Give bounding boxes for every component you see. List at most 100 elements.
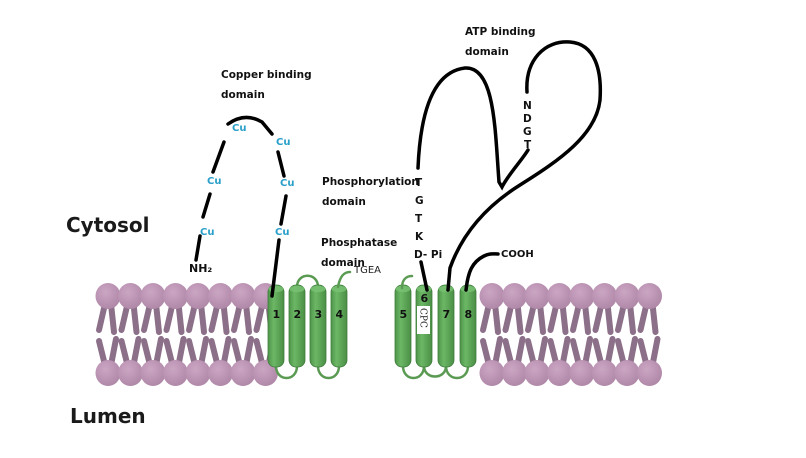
phosphorylation-to-helix6: [419, 260, 429, 292]
lipid-head: [524, 360, 550, 386]
lipid-head: [185, 360, 211, 386]
lipid-head: [569, 283, 595, 309]
helix-number-label: 2: [294, 308, 302, 321]
lipid-head: [569, 360, 595, 386]
copper-site: Cu: [207, 176, 222, 187]
lipid-bilayer-left: [95, 283, 278, 386]
helix-number-label: 4: [336, 308, 344, 321]
lipid-molecule: [185, 283, 211, 386]
lipid-head: [208, 283, 233, 309]
helix-cylinder: [459, 284, 477, 368]
lipid-head: [208, 360, 233, 386]
lipid-head: [479, 283, 505, 309]
helix-number-label: 8: [465, 308, 473, 321]
lipid-tail: [637, 301, 650, 333]
domain-label-line: domain: [465, 46, 509, 58]
lipid-head: [95, 283, 121, 309]
helix-3: [309, 284, 327, 368]
c-terminus-label: COOH: [501, 249, 534, 260]
domain-label-line: domain: [321, 257, 365, 269]
helix-cylinder: [288, 284, 306, 368]
lipid-molecule: [592, 283, 617, 386]
helix-2: [288, 284, 306, 368]
lipid-head: [502, 283, 527, 309]
domain-label-line: domain: [221, 89, 265, 101]
lipid-tail: [480, 301, 492, 333]
helix-number-label: 7: [443, 308, 451, 321]
domain-label-line: domain: [322, 196, 366, 208]
lipid-molecule: [140, 283, 166, 386]
copper-site: Cu: [276, 137, 291, 148]
helix-cylinder: [394, 284, 412, 368]
lipid-tail: [547, 301, 560, 333]
lipid-tail: [118, 301, 131, 333]
lipid-head: [479, 360, 505, 386]
lipid-bilayer-right: [479, 283, 662, 386]
helix-cylinder: [437, 284, 455, 368]
lipid-head: [118, 283, 143, 309]
lumenal-loop: [316, 365, 341, 380]
lipid-molecule: [163, 283, 188, 386]
copper-binding-domain-label: Copper binding domain: [221, 65, 312, 105]
lipid-head: [637, 283, 662, 309]
lipid-head: [230, 283, 256, 309]
helix-cylinder: [330, 284, 348, 368]
phosphorylation-motif-residue: G: [415, 195, 424, 207]
lipid-head: [163, 283, 188, 309]
lipid-molecule: [118, 283, 143, 386]
lipid-tail: [592, 301, 605, 333]
helix-1: [267, 284, 285, 368]
copper-site: Cu: [200, 227, 215, 238]
phosphorylation-motif-residue: T: [415, 177, 423, 189]
lipid-head: [637, 360, 662, 386]
lipid-tail: [130, 301, 140, 335]
lipid-molecule: [524, 283, 550, 386]
copper-site: Cu: [275, 227, 290, 238]
lipid-tail: [96, 301, 108, 333]
helix-loops: [274, 274, 470, 380]
helix-top-cap: [268, 285, 284, 293]
lipid-tail: [514, 301, 524, 335]
lipid-tail: [108, 301, 117, 335]
lumen-label: Lumen: [70, 404, 146, 428]
lipid-head: [592, 283, 617, 309]
lipid-molecule: [569, 283, 595, 386]
phosphorylation-atp-strand: [416, 66, 530, 191]
phosphatase-domain-label: Phosphatase domain: [321, 233, 397, 273]
lipid-head: [614, 360, 640, 386]
copper-domain-strand-left: [194, 115, 288, 298]
atp-domain-strand-upper: [446, 40, 603, 292]
lipid-molecule: [637, 283, 662, 386]
lipid-head: [185, 283, 211, 309]
atp-motif-residue: N: [523, 100, 532, 112]
lipid-head: [614, 283, 640, 309]
lumenal-loop: [274, 365, 299, 380]
atp-binding-domain-label: ATP binding domain: [465, 22, 536, 62]
lipid-tail: [163, 301, 176, 333]
lipid-tail: [243, 301, 252, 335]
lipid-tail: [253, 301, 266, 333]
cpc-motif-box: CPC: [417, 306, 430, 334]
helix5-stub: [400, 274, 414, 290]
helix-cylinder: [309, 284, 327, 368]
lipid-molecule: [502, 283, 527, 386]
atp-motif-residue: T: [524, 139, 532, 151]
n-terminus-label: NH₂: [189, 262, 213, 275]
lipid-head: [547, 360, 572, 386]
domain-label-line: Phosphatase: [321, 237, 398, 249]
lipid-tail: [208, 301, 221, 333]
lipid-tail: [525, 301, 537, 333]
lipid-tail: [582, 301, 591, 335]
lipid-tail: [175, 301, 185, 335]
atp-motif-residue: D: [523, 113, 532, 125]
helix-number-label: 3: [315, 308, 323, 321]
phosphorylation-domain-label: Phosphorylation domain: [322, 172, 419, 212]
helix-top-cap: [395, 285, 411, 293]
lipid-head: [140, 283, 166, 309]
helix-5: [394, 284, 412, 368]
lipid-head: [140, 360, 166, 386]
lipid-tail: [231, 301, 243, 333]
